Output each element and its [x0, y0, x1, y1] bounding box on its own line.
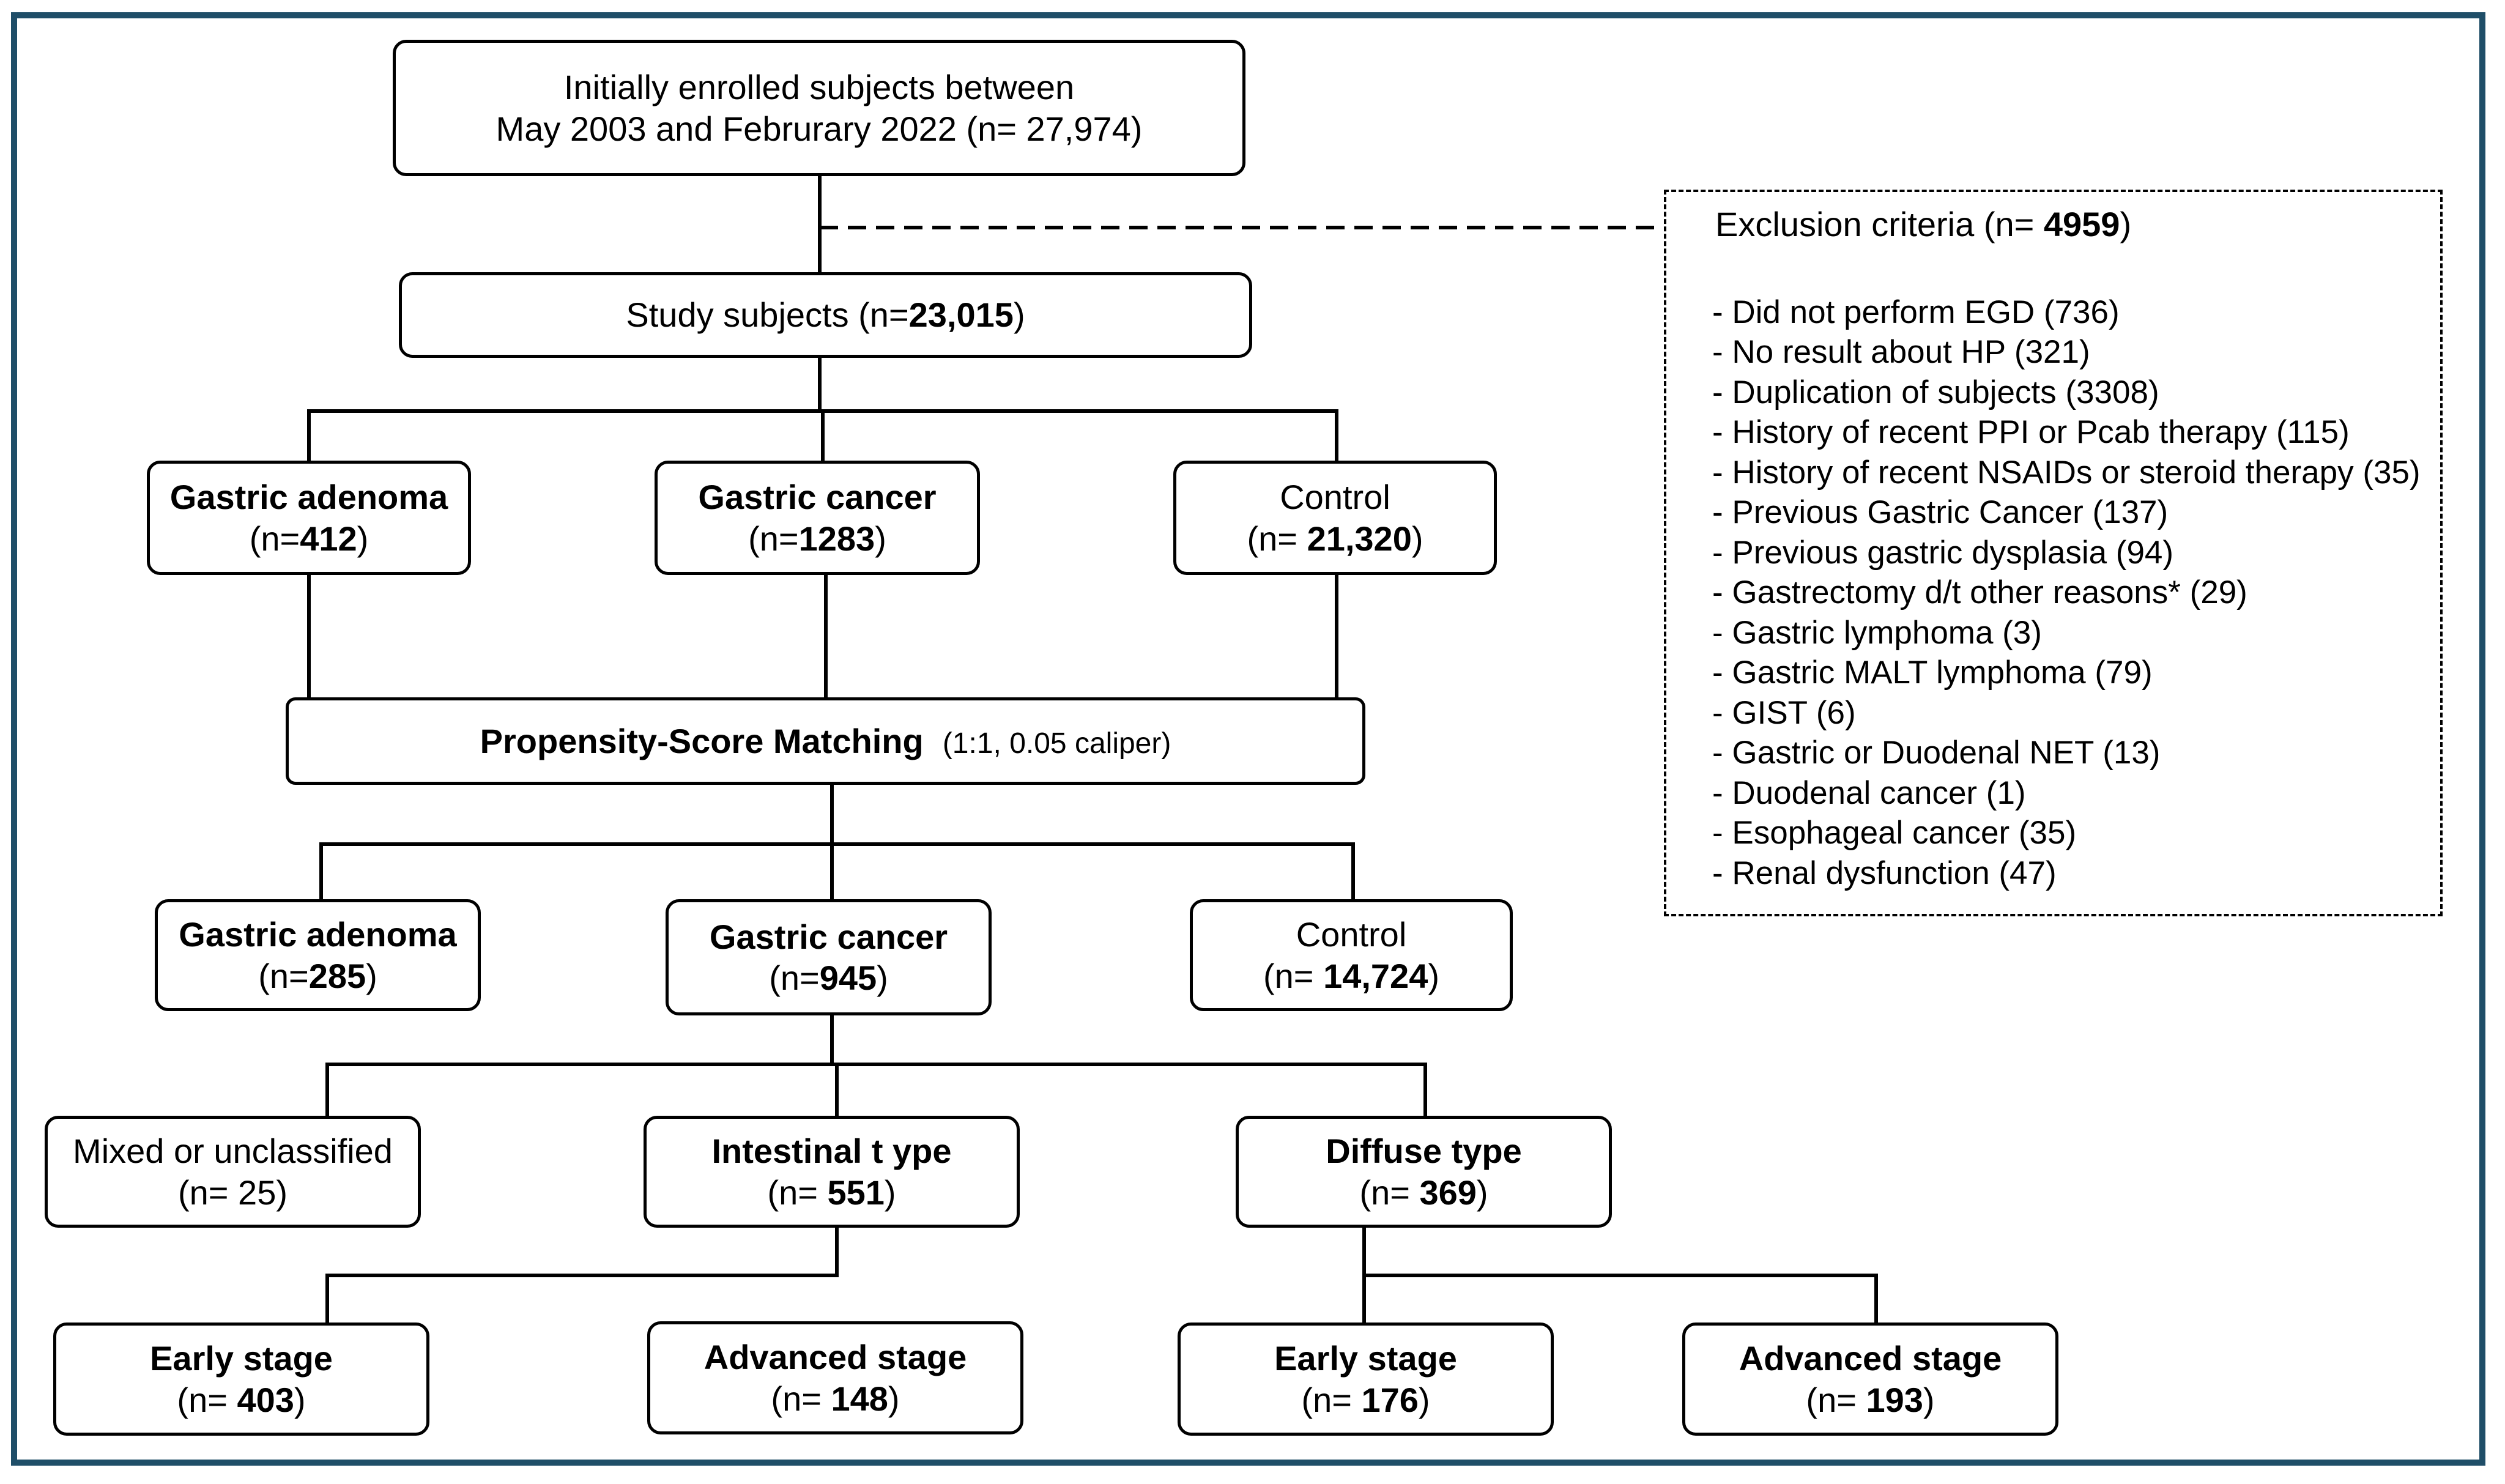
propensity-score-matching-label: Propensity-Score Matching (1:1, 0.05 cal…: [480, 721, 1171, 760]
exclusion-item: - Renal dysfunction (47): [1712, 855, 2057, 891]
diffuse-early-stage-box: Early stage (n= 176): [1178, 1323, 1554, 1436]
intestinal-early-stage-count: (n= 403): [177, 1380, 306, 1419]
intestinal-type-title: Intestinal t ype: [711, 1132, 952, 1171]
intestinal-advanced-stage-title: Advanced stage: [703, 1338, 967, 1377]
mixed-unclassified-box: Mixed or unclassified (n= 25): [45, 1116, 421, 1228]
exclusion-item: - Previous Gastric Cancer (137): [1712, 494, 2169, 530]
exclusion-item: - History of recent NSAIDs or steroid th…: [1712, 454, 2421, 491]
gastric-cancer-box: Gastric cancer (n=1283): [655, 461, 980, 575]
gastric-adenoma-title: Gastric adenoma: [169, 478, 448, 517]
intestinal-advanced-stage-count: (n= 148): [771, 1379, 900, 1418]
intestinal-type-count: (n= 551): [767, 1173, 896, 1212]
control-count: (n= 21,320): [1247, 519, 1423, 558]
exclusion-item: - GIST (6): [1712, 694, 1856, 731]
diffuse-advanced-stage-count: (n= 193): [1806, 1380, 1935, 1419]
exclusion-item: - Duodenal cancer (1): [1712, 774, 2026, 811]
control-title: Control: [1280, 478, 1390, 517]
exclusion-item: - Gastric or Duodenal NET (13): [1712, 735, 2161, 771]
exclusion-item: - Esophageal cancer (35): [1712, 815, 2077, 851]
study-subjects-label: Study subjects (n=23,015): [626, 295, 1025, 335]
intestinal-advanced-stage-box: Advanced stage (n= 148): [647, 1321, 1023, 1434]
exclusion-item: - Gastrectomy d/t other reasons* (29): [1712, 574, 2247, 610]
gastric-adenoma-count: (n=412): [249, 519, 369, 558]
exclusion-title: Exclusion criteria (n= 4959): [1715, 205, 2132, 243]
gastric-cancer-title: Gastric cancer: [698, 478, 937, 517]
exclusion-criteria-box: Exclusion criteria (n= 4959) - Did not p…: [1664, 190, 2443, 916]
exclusion-list: - Did not perform EGD (736) - No result …: [1712, 292, 2440, 894]
enrolled-line-2: May 2003 and Februrary 2022 (n= 27,974): [495, 109, 1143, 148]
exclusion-item: - No result about HP (321): [1712, 334, 2090, 370]
study-subjects-box: Study subjects (n=23,015): [399, 272, 1252, 358]
exclusion-item: - Gastric MALT lymphoma (79): [1712, 655, 2153, 691]
exclusion-item: - Gastric lymphoma (3): [1712, 614, 2042, 651]
diffuse-advanced-stage-box: Advanced stage (n= 193): [1682, 1323, 2058, 1436]
exclusion-item: - Did not perform EGD (736): [1712, 294, 2120, 330]
matched-gastric-adenoma-count: (n=285): [258, 956, 377, 995]
enrolled-line-1: Initially enrolled subjects between: [563, 68, 1075, 107]
matched-gastric-cancer-count: (n=945): [769, 959, 888, 997]
matched-gastric-adenoma-box: Gastric adenoma (n=285): [155, 899, 481, 1011]
matched-control-count: (n= 14,724): [1263, 956, 1439, 995]
gastric-adenoma-box: Gastric adenoma (n=412): [147, 461, 471, 575]
diffuse-advanced-stage-title: Advanced stage: [1739, 1339, 2002, 1378]
matched-gastric-cancer-box: Gastric cancer (n=945): [666, 899, 992, 1015]
mixed-unclassified-title: Mixed or unclassified: [73, 1132, 393, 1171]
exclusion-item: - History of recent PPI or Pcab therapy …: [1712, 414, 2350, 450]
intestinal-early-stage-title: Early stage: [150, 1339, 333, 1378]
matched-gastric-adenoma-title: Gastric adenoma: [179, 915, 457, 954]
exclusion-item: - Previous gastric dysplasia (94): [1712, 534, 2174, 571]
intestinal-early-stage-box: Early stage (n= 403): [53, 1323, 429, 1436]
diffuse-type-count: (n= 369): [1359, 1173, 1488, 1212]
diffuse-type-box: Diffuse type (n= 369): [1236, 1116, 1612, 1228]
matched-control-box: Control (n= 14,724): [1190, 899, 1513, 1011]
propensity-score-matching-box: Propensity-Score Matching (1:1, 0.05 cal…: [286, 697, 1365, 785]
matched-control-title: Control: [1296, 915, 1407, 954]
gastric-cancer-count: (n=1283): [748, 519, 886, 558]
mixed-unclassified-count: (n= 25): [178, 1173, 288, 1212]
intestinal-type-box: Intestinal t ype (n= 551): [644, 1116, 1020, 1228]
matched-gastric-cancer-title: Gastric cancer: [709, 917, 948, 956]
diffuse-type-title: Diffuse type: [1326, 1132, 1522, 1171]
control-box: Control (n= 21,320): [1173, 461, 1497, 575]
enrolled-subjects-box: Initially enrolled subjects between May …: [393, 40, 1245, 176]
diffuse-early-stage-count: (n= 176): [1301, 1380, 1430, 1419]
exclusion-item: - Duplication of subjects (3308): [1712, 374, 2159, 410]
diffuse-early-stage-title: Early stage: [1274, 1339, 1457, 1378]
